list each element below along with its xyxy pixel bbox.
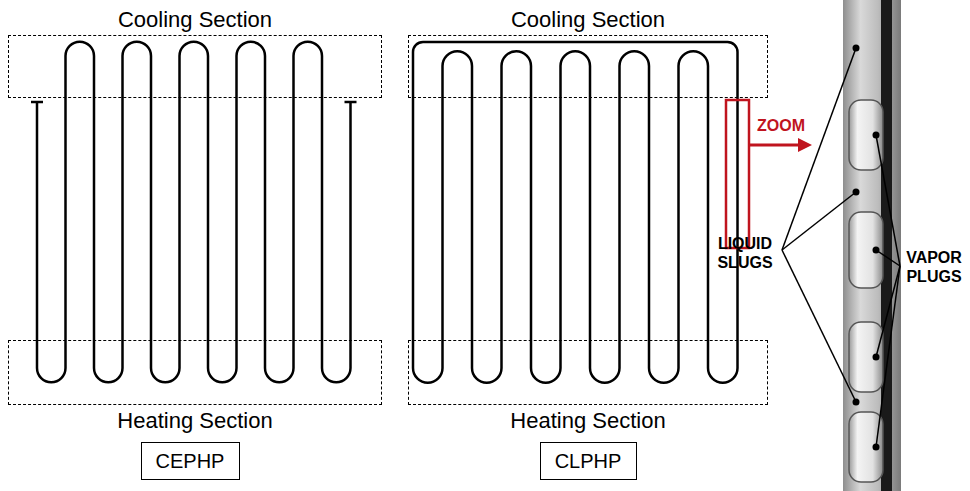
label-slot: LIQUID SLUGS bbox=[700, 234, 790, 272]
callout-label: VAPOR PLUGS bbox=[902, 248, 966, 286]
end-cap bbox=[345, 101, 357, 104]
zoom-label: ZOOM bbox=[750, 116, 812, 135]
vapor-plug bbox=[849, 100, 883, 170]
clphp-tube bbox=[413, 42, 738, 383]
end-cap bbox=[31, 101, 43, 104]
type-box: CLPHP bbox=[540, 442, 637, 480]
cephp-tube bbox=[37, 42, 351, 383]
zoom-arrow bbox=[749, 144, 800, 147]
type-box: CEPHP bbox=[141, 442, 240, 480]
leader-dots bbox=[853, 45, 880, 451]
vapor-plug bbox=[849, 322, 883, 392]
leader-dot bbox=[853, 399, 860, 406]
heating-section: Heating Section bbox=[8, 340, 382, 405]
section-heading: Cooling Section bbox=[9, 7, 381, 33]
label-slot: VAPOR PLUGS bbox=[902, 248, 966, 286]
section-heading: Heating Section bbox=[9, 408, 381, 434]
type-label: CEPHP bbox=[156, 449, 225, 473]
leader-dot bbox=[853, 45, 860, 52]
leader-line bbox=[782, 250, 856, 402]
leader-dot bbox=[873, 354, 880, 361]
vapor-plug bbox=[849, 212, 883, 288]
leader-lines bbox=[782, 48, 900, 447]
leader-line bbox=[782, 192, 856, 250]
leader-dot bbox=[853, 189, 860, 196]
leader-line bbox=[876, 135, 900, 266]
leader-line bbox=[876, 250, 900, 266]
heading-slot: Cooling Section bbox=[409, 7, 767, 33]
label-slot: ZOOM bbox=[750, 116, 812, 135]
callout-label: LIQUID SLUGS bbox=[700, 234, 790, 272]
cooling-section: Cooling Section bbox=[8, 35, 382, 98]
heating-section: Heating Section bbox=[408, 340, 768, 405]
leader-dot bbox=[873, 247, 880, 254]
type-label: CLPHP bbox=[555, 449, 622, 473]
zoom-frame bbox=[726, 100, 749, 248]
leader-line bbox=[876, 266, 900, 357]
section-heading: Cooling Section bbox=[409, 7, 767, 33]
tube-photo bbox=[843, 0, 901, 491]
leader-line bbox=[782, 48, 856, 250]
heading-slot: Heating Section bbox=[9, 408, 381, 434]
heading-slot: Heating Section bbox=[409, 408, 767, 434]
heading-slot: Cooling Section bbox=[9, 7, 381, 33]
leader-dot bbox=[873, 132, 880, 139]
vapor-plug bbox=[849, 412, 883, 482]
section-heading: Heating Section bbox=[409, 408, 767, 434]
leader-dot bbox=[873, 444, 880, 451]
zoom-arrowhead bbox=[798, 138, 812, 152]
cooling-section: Cooling Section bbox=[408, 35, 768, 98]
leader-line bbox=[876, 266, 900, 447]
